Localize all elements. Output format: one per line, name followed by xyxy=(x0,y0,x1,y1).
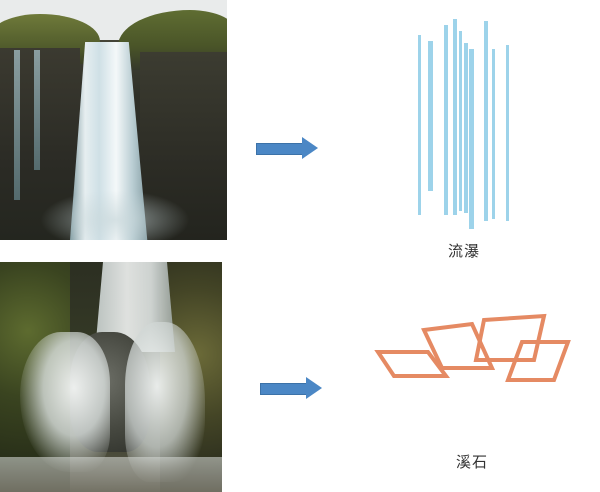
caption-liupu: 流瀑 xyxy=(448,242,481,260)
waterfall-photo-1 xyxy=(0,0,227,240)
vertical-lines-graphic xyxy=(418,19,509,229)
right-arrow-icon xyxy=(260,377,324,400)
angular-outline-graphic xyxy=(374,313,571,382)
caption-xishi: 溪石 xyxy=(456,453,489,471)
waterfall-photo-2 xyxy=(0,262,222,492)
right-arrow-icon xyxy=(256,137,320,160)
